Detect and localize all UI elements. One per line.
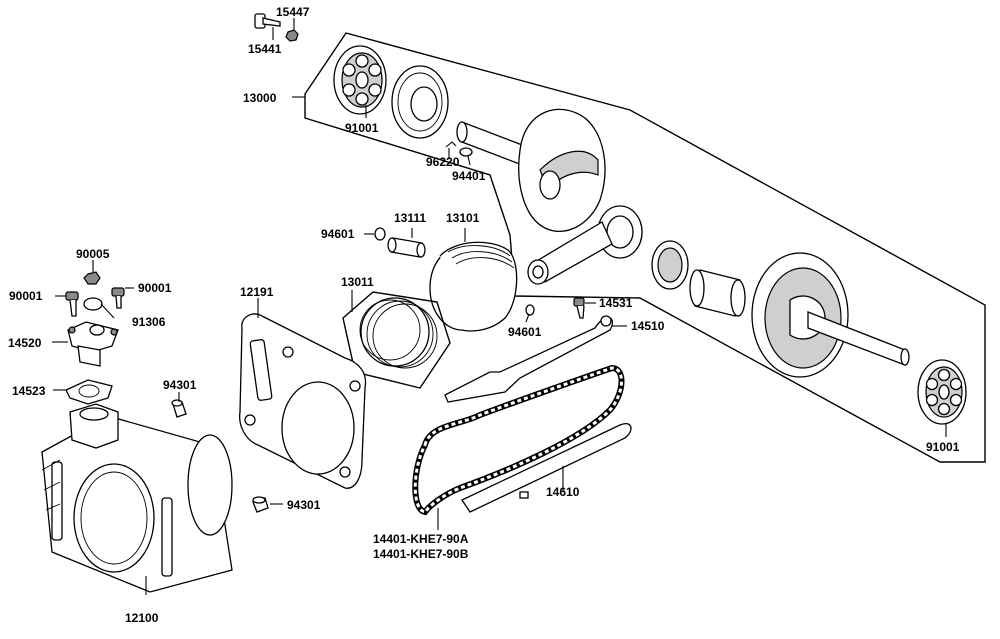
label-14510: 14510 <box>631 319 665 333</box>
washer-91306 <box>83 297 103 311</box>
label-14531: 14531 <box>599 296 633 310</box>
piston-clip-left <box>374 227 386 241</box>
cam-chain <box>412 364 625 516</box>
nut-15447 <box>285 29 299 42</box>
washer-94401 <box>459 147 473 157</box>
piston-rings <box>342 291 451 389</box>
label-96220: 96220 <box>426 155 460 169</box>
needle-bearing <box>651 240 689 290</box>
label-13011: 13011 <box>341 275 374 289</box>
label-94401: 94401 <box>452 169 486 183</box>
label-94301-bottom: 94301 <box>287 498 321 512</box>
label-15441: 15441 <box>248 42 282 56</box>
label-13101: 13101 <box>446 211 480 225</box>
crank-pin <box>689 269 746 317</box>
cylinder-12100 <box>41 403 233 593</box>
label-90005: 90005 <box>76 247 110 261</box>
piston <box>429 241 518 332</box>
crankshaft-assembly-outline <box>304 32 986 463</box>
label-94601-right: 94601 <box>508 325 542 339</box>
label-13000: 13000 <box>243 91 277 105</box>
bearing-91001-top <box>333 45 387 115</box>
label-90001-right: 90001 <box>138 281 172 295</box>
piston-clip-right <box>525 304 535 316</box>
label-91001-top: 91001 <box>345 121 379 135</box>
plug-90005 <box>83 271 101 285</box>
bolt-90001-right <box>111 287 125 309</box>
label-13111: 13111 <box>394 211 426 225</box>
piston-pin <box>387 237 426 258</box>
label-14610: 14610 <box>546 485 580 499</box>
label-15447: 15447 <box>276 5 310 19</box>
bolt-90001-left <box>65 291 79 317</box>
label-14523: 14523 <box>12 384 46 398</box>
gasket-14523 <box>65 379 113 405</box>
dowel-94301-top <box>171 399 187 418</box>
label-14520: 14520 <box>8 336 42 350</box>
label-91001-bottom: 91001 <box>926 440 960 454</box>
cylinder-gasket <box>239 313 367 489</box>
key-96220 <box>445 141 457 148</box>
tensioner-14520 <box>67 321 119 367</box>
label-91306: 91306 <box>132 315 166 329</box>
label-90001-left: 90001 <box>9 289 43 303</box>
tensioner-arm-14510 <box>444 315 614 403</box>
bearing-91001-bottom <box>917 359 967 425</box>
label-12100: 12100 <box>125 611 159 625</box>
bolt-14531 <box>573 297 585 319</box>
chain-guide-14610 <box>461 423 632 513</box>
crankshaft-right-half <box>751 252 910 378</box>
label-14401-khe7-90a: 14401-KHE7-90A <box>373 532 469 546</box>
label-94301-top: 94301 <box>163 378 197 392</box>
label-12191: 12191 <box>240 285 274 299</box>
label-94601-left: 94601 <box>321 227 355 241</box>
bolt-15441 <box>254 13 281 29</box>
dowel-94301-bottom <box>252 496 269 513</box>
oil-seal <box>391 65 449 139</box>
label-14401-khe7-90b: 14401-KHE7-90B <box>373 547 469 561</box>
leader-lines <box>52 18 947 595</box>
connecting-rod <box>527 205 643 285</box>
crankshaft-left-half <box>456 108 606 233</box>
